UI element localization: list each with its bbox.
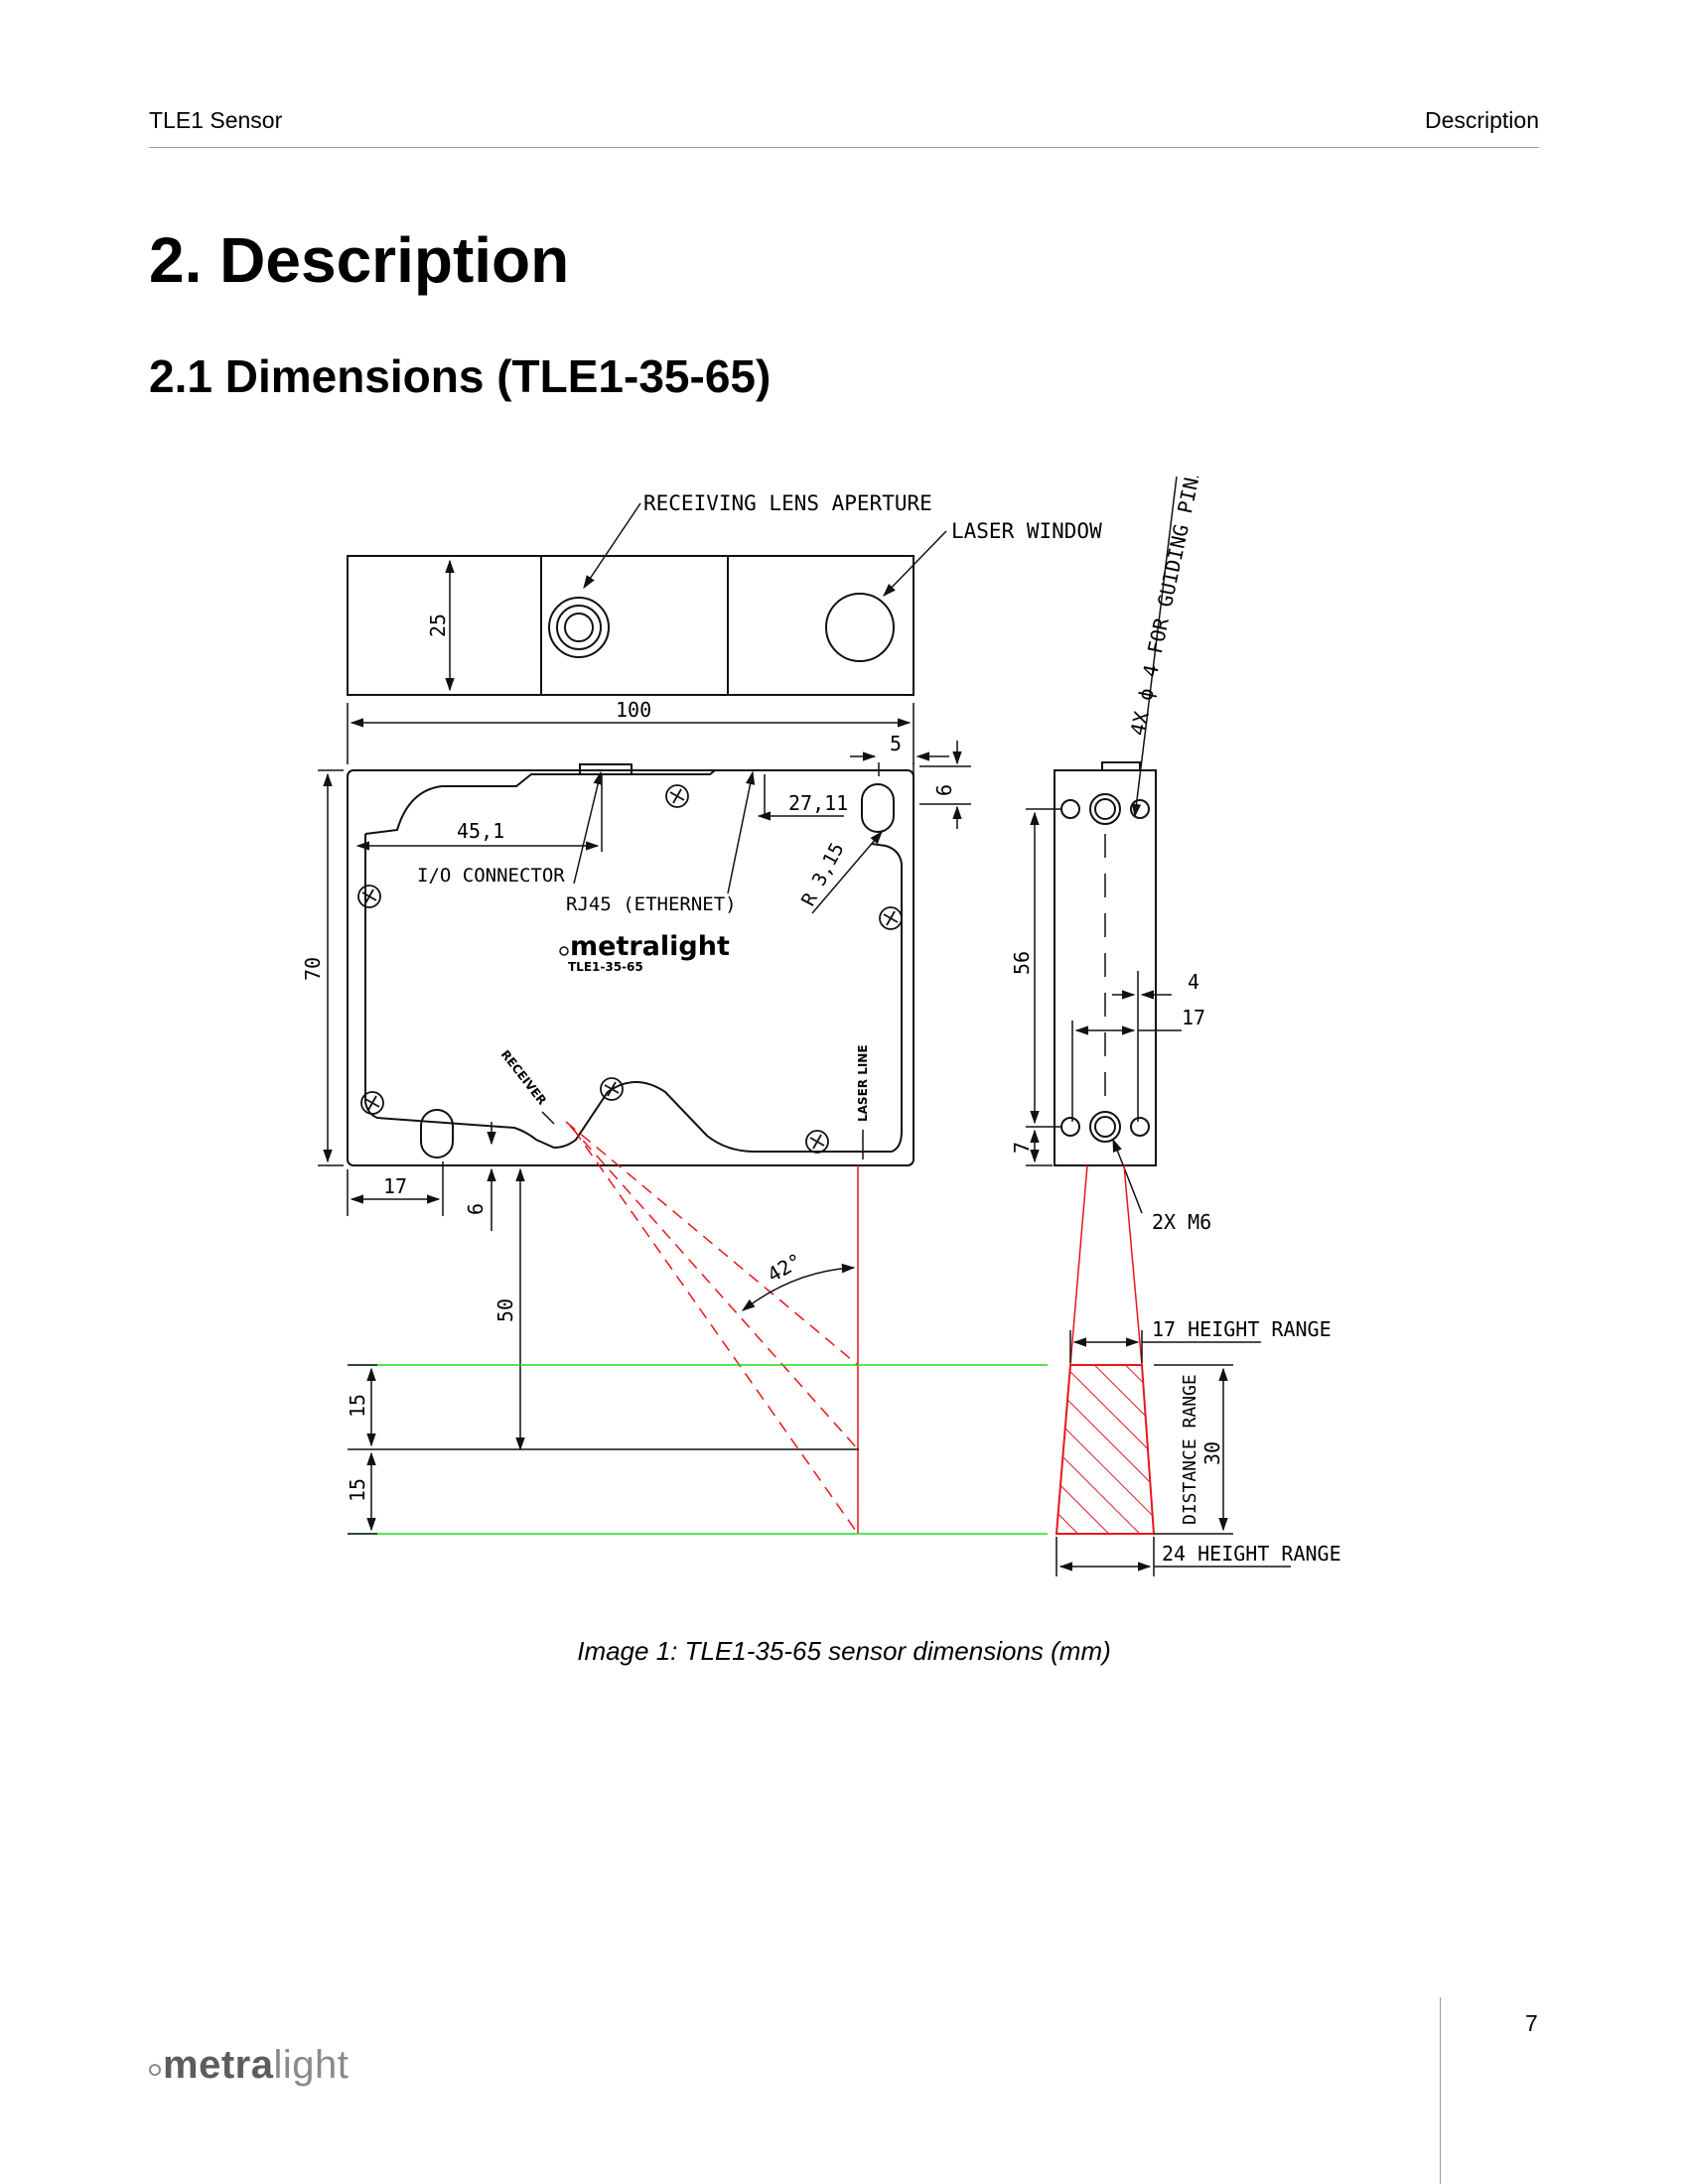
sensor-brand-text: metralight <box>570 931 730 962</box>
section-heading: 2. Description <box>149 224 570 296</box>
label-distance-range: DISTANCE RANGE <box>1180 1374 1200 1525</box>
dim-17-bottom: 17 <box>383 1174 407 1198</box>
footer-logo: metralight <box>149 2043 349 2088</box>
figure-caption: Image 1: TLE1-35-65 sensor dimensions (m… <box>577 1636 1111 1666</box>
dim-7: 7 <box>1010 1142 1034 1154</box>
receiver-arrow <box>541 1111 555 1125</box>
footer-divider <box>1440 1997 1441 2184</box>
dim-15-upper: 15 <box>346 1394 369 1418</box>
footer-logo-strong: metra <box>163 2043 274 2087</box>
dim-6-bottom: 6 <box>464 1203 488 1215</box>
front-view <box>347 763 914 1166</box>
label-height-range-bottom: 24 HEIGHT RANGE <box>1162 1542 1341 1566</box>
laser-beams <box>565 1121 859 1535</box>
front-view-dims <box>318 741 971 1451</box>
header-doc-title: TLE1 Sensor <box>149 107 283 133</box>
label-rj45: RJ45 (ETHERNET) <box>566 893 737 915</box>
dim-100-line <box>347 703 914 764</box>
dim-70: 70 <box>301 957 325 981</box>
page-number: 7 <box>1525 2010 1538 2036</box>
top-view <box>347 502 947 696</box>
range-lines <box>348 1364 1048 1535</box>
label-height-range-top: 17 HEIGHT RANGE <box>1152 1317 1332 1341</box>
dimension-drawing: 25 RECEIVING LENS APERTURE LASER WINDOW … <box>301 477 1341 1576</box>
dim-27-11: 27,11 <box>788 791 848 815</box>
header-section-name: Description <box>1424 107 1539 133</box>
subsection-heading: 2.1 Dimensions (TLE1-35-65) <box>149 350 772 402</box>
dim-30: 30 <box>1200 1441 1224 1465</box>
dim-6-top: 6 <box>932 784 956 796</box>
label-laser-line: LASER LINE <box>856 1044 870 1122</box>
dim-45-1: 45,1 <box>457 819 504 843</box>
angle-label: 42° <box>764 1248 806 1287</box>
dim-5: 5 <box>890 732 902 755</box>
dim-17-side: 17 <box>1182 1006 1205 1029</box>
label-laser-window: LASER WINDOW <box>951 519 1102 543</box>
dim-56: 56 <box>1010 951 1034 975</box>
dim-4: 4 <box>1188 970 1199 994</box>
dim-100: 100 <box>616 698 651 722</box>
angle-arc <box>741 1263 856 1311</box>
side-view <box>1054 761 1157 1166</box>
side-view-dims <box>1026 477 1182 1214</box>
logo-dot-icon <box>149 2064 161 2076</box>
header-divider <box>149 147 1539 148</box>
dim-50: 50 <box>493 1298 517 1322</box>
dim-25: 25 <box>426 614 450 637</box>
side-laser-fan <box>1055 1164 1156 1535</box>
dim-r3-15: R 3,15 <box>797 839 849 909</box>
label-m6: 2X M6 <box>1152 1210 1211 1234</box>
dim-15-lower: 15 <box>346 1478 369 1502</box>
label-receiving-lens: RECEIVING LENS APERTURE <box>643 491 932 515</box>
sensor-brand: metralight TLE1-35-65 <box>559 931 730 974</box>
label-guiding-pins: 4X ϕ 4 FOR GUIDING PINS <box>1125 477 1205 738</box>
front-view-screws <box>357 784 903 1154</box>
label-io-connector: I/O CONNECTOR <box>417 865 565 887</box>
footer-logo-light: light <box>273 2043 350 2087</box>
side-range-dims <box>1055 1330 1291 1576</box>
sensor-model-text: TLE1-35-65 <box>568 960 643 974</box>
label-receiver: RECEIVER <box>498 1047 549 1107</box>
